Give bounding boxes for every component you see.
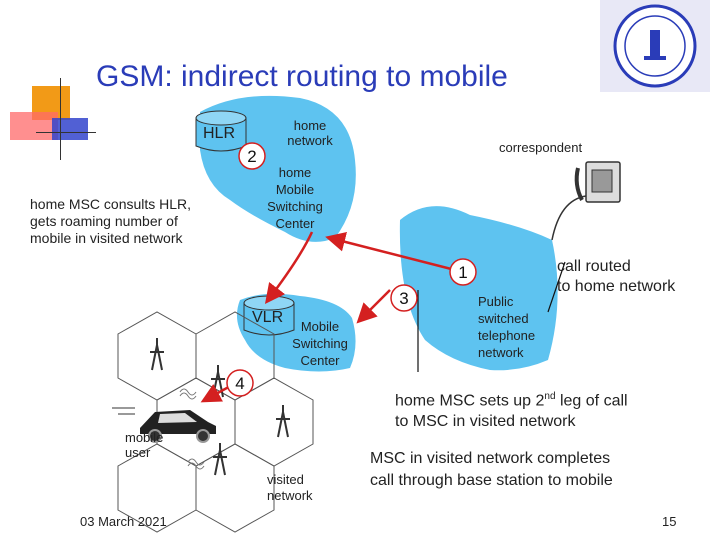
call-routed-note: call routed to home network: [557, 258, 676, 295]
arrow-step1: [325, 232, 464, 274]
pstn-cloud: [399, 206, 558, 371]
second-leg-note: home MSC sets up 2nd leg of call to MSC …: [395, 391, 628, 431]
cell-grid: [117, 311, 314, 533]
step-label-2: 2: [247, 147, 256, 166]
mobile-user-label: mobile user: [125, 430, 164, 460]
deco-vline: [60, 78, 61, 160]
arrow-step3: [356, 289, 391, 324]
call-routed-line: [547, 261, 566, 313]
vlr-label: VLR: [252, 309, 284, 326]
hlr-database-icon: [195, 110, 247, 152]
hlr-label: HLR: [203, 125, 236, 142]
university-seal-icon: [600, 0, 710, 92]
step-circle-1: [449, 258, 477, 286]
visited-network-label: visited network: [267, 472, 313, 503]
deco-red-block: [10, 112, 58, 140]
step-label-1: 1: [458, 263, 467, 282]
arrow-step2: [264, 231, 314, 304]
home-msc-label: home Mobile Switching Center: [267, 165, 323, 231]
deco-hline: [36, 132, 96, 133]
antenna-tower-icon: [150, 338, 290, 476]
car-icon: [112, 407, 216, 443]
step-label-4: 4: [235, 374, 244, 393]
visited-msc-label: Mobile Switching Center: [292, 319, 348, 368]
pstn-label: Public switched telephone network: [478, 294, 536, 360]
step-circle-4: [226, 369, 254, 397]
slide-title: GSM: indirect routing to mobile: [96, 60, 508, 93]
step-circle-2: [238, 142, 266, 170]
correspondent-label: correspondent: [499, 140, 583, 155]
deco-blue-block: [52, 118, 88, 140]
step-circle-3: [390, 284, 418, 312]
home-network-label: home network: [287, 118, 333, 148]
radio-waves: [179, 388, 205, 470]
slide-date: 03 March 2021: [80, 514, 167, 529]
completes-note: MSC in visited network completes call th…: [370, 450, 613, 489]
slide-page-number: 15: [662, 514, 677, 529]
step-label-3: 3: [399, 289, 408, 308]
telephone-icon: [551, 161, 621, 241]
home-msc-consults-note: home MSC consults HLR, gets roaming numb…: [30, 196, 192, 246]
